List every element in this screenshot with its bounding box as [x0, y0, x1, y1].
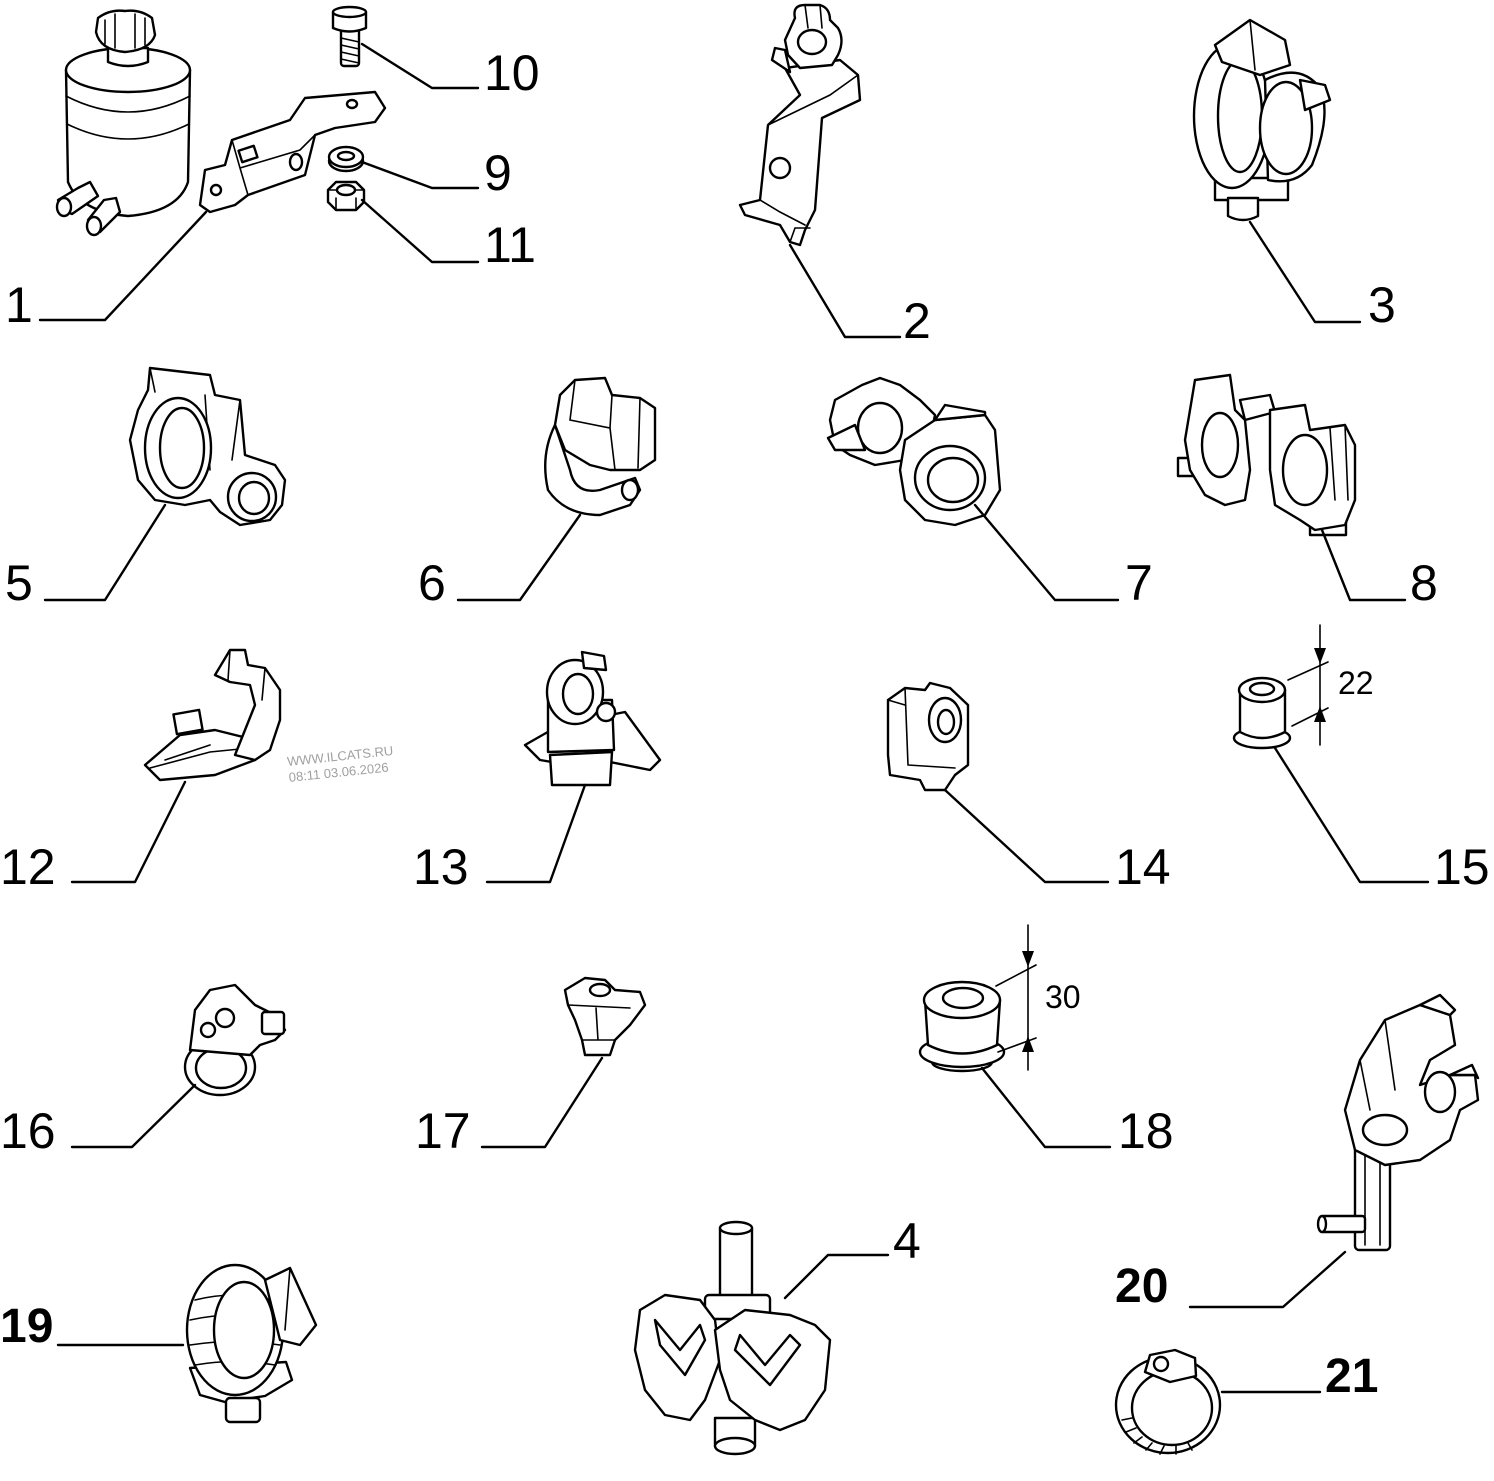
- callout-9: 9: [484, 145, 512, 201]
- leader-3: [1248, 220, 1362, 324]
- callout-3: 3: [1368, 277, 1396, 333]
- part-20-post-double-clip: [1316, 993, 1480, 1252]
- leader-1: [38, 210, 208, 322]
- callout-15: 15: [1434, 839, 1490, 895]
- part-3-double-clamp: [1192, 18, 1332, 222]
- leader-11: [360, 198, 480, 264]
- callout-17: 17: [415, 1103, 471, 1159]
- leader-20: [1188, 1250, 1347, 1309]
- leader-8: [1320, 528, 1407, 602]
- callout-6: 6: [418, 555, 446, 611]
- callout-14: 14: [1115, 839, 1171, 895]
- part-4-post-clip: [633, 1220, 832, 1456]
- callout-7: 7: [1125, 555, 1153, 611]
- leader-5: [43, 503, 167, 602]
- leader-7: [973, 503, 1120, 602]
- part-11-nut: [326, 180, 366, 212]
- part-14-clip-block: [886, 681, 970, 792]
- leader-10: [360, 42, 480, 90]
- part-10-bolt: [331, 5, 368, 68]
- callout-8: 8: [1410, 555, 1438, 611]
- dimension-30: 30: [995, 924, 1081, 1071]
- callout-18: 18: [1118, 1103, 1174, 1159]
- part-1-bracket: [198, 90, 387, 214]
- leader-13: [485, 783, 587, 884]
- part-9-washer: [327, 145, 365, 173]
- leader-6: [456, 513, 582, 602]
- leader-18: [980, 1066, 1112, 1149]
- part-reservoir: [55, 9, 192, 237]
- part-2-bracket-clip: [738, 3, 862, 247]
- part-19-ribbed-clamp: [185, 1263, 318, 1424]
- dimension-30-label: 30: [1045, 979, 1081, 1015]
- leader-16: [70, 1083, 197, 1149]
- watermark: WWW.ILCATS.RU 08:11 03.06.2026: [286, 743, 394, 785]
- leader-17: [480, 1056, 604, 1149]
- callout-2: 2: [903, 293, 931, 349]
- callout-labels: 10 9 11 1 2 3 5 6 7 8 12 13 14 15 16 17 …: [0, 45, 1490, 1403]
- part-15-grommet: [1232, 676, 1292, 750]
- part-18-grommet: [918, 980, 1006, 1073]
- callout-19: 19: [0, 1300, 53, 1353]
- leader-4: [783, 1253, 890, 1300]
- part-16-ring-clamp: [183, 983, 287, 1097]
- dimension-22: 22: [1287, 624, 1374, 746]
- leader-15: [1273, 746, 1430, 884]
- part-17-push-clip: [563, 976, 647, 1057]
- dimension-22-label: 22: [1338, 665, 1374, 701]
- leader-9: [360, 160, 480, 190]
- part-13-wing-clip: [523, 650, 662, 787]
- callout-1: 1: [5, 277, 33, 333]
- callout-4: 4: [893, 1213, 921, 1269]
- callout-20: 20: [1115, 1260, 1168, 1313]
- leader-2: [788, 243, 902, 339]
- callout-5: 5: [5, 555, 33, 611]
- leader-lines: [38, 42, 1430, 1394]
- callout-12: 12: [0, 839, 56, 895]
- callout-21: 21: [1325, 1350, 1378, 1403]
- callout-13: 13: [413, 839, 469, 895]
- callout-10: 10: [484, 45, 540, 101]
- part-6-clip: [544, 376, 657, 517]
- part-8-double-clamp: [1176, 373, 1357, 537]
- part-21-hose-clamp: [1114, 1348, 1222, 1455]
- part-12-strap-clamp: [143, 648, 282, 782]
- part-5-clamp: [128, 366, 287, 527]
- callout-16: 16: [0, 1103, 56, 1159]
- leader-12: [70, 780, 187, 884]
- part-7-double-clamp: [826, 376, 1002, 527]
- callout-11: 11: [484, 217, 536, 273]
- leader-14: [943, 788, 1110, 884]
